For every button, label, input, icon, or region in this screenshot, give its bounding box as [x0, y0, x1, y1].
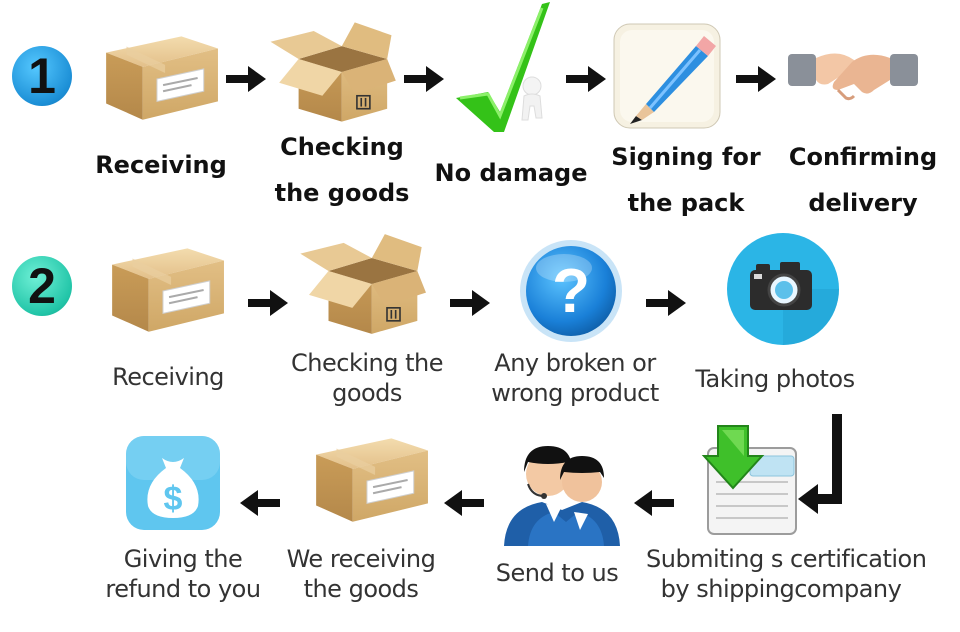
checkmark-icon [456, 2, 550, 132]
arrow-down-left-icon [798, 414, 842, 514]
step-label: Submiting s certification by shippingcom… [646, 545, 927, 603]
step-label: Receiving [95, 151, 227, 179]
arrow-left-icon [634, 490, 674, 516]
arrow-left-icon [444, 490, 484, 516]
arrow-left-icon [240, 490, 280, 516]
question-icon: ? [520, 240, 622, 342]
step-label: Send to us [495, 559, 619, 587]
step-label: Checking the goods [291, 349, 443, 407]
step-label: Confirming delivery [788, 143, 938, 217]
arrow-right-icon [646, 290, 686, 316]
step-label: Signing for the pack [611, 143, 761, 217]
step-label: Taking photos [695, 365, 855, 393]
step-label: Checking the goods [274, 133, 410, 207]
step-label: We receiving the goods [286, 545, 436, 603]
step-label: No damage [434, 159, 588, 187]
step-label: Giving the refund to you [105, 545, 261, 603]
step-number-1: 1 [12, 46, 72, 106]
closed-box-icon [98, 28, 220, 124]
arrow-right-icon [404, 66, 444, 92]
step-label: Any broken or wrong product [491, 349, 659, 407]
step-number-2: 2 [12, 256, 72, 316]
svg-text:?: ? [552, 257, 590, 326]
document-download-icon [701, 425, 797, 535]
arrow-right-icon [450, 290, 490, 316]
svg-text:$: $ [164, 480, 183, 518]
step-label: Receiving [112, 363, 224, 391]
open-box-icon [266, 18, 396, 126]
closed-box-icon [104, 240, 226, 336]
arrow-right-icon [248, 290, 288, 316]
closed-box-icon [308, 430, 430, 526]
arrow-right-icon [736, 66, 776, 92]
handshake-icon [788, 53, 918, 101]
pencil-icon [613, 23, 721, 129]
money-bag-icon: $ [126, 436, 220, 530]
camera-icon [727, 233, 839, 345]
arrow-right-icon [226, 66, 266, 92]
open-box-icon [296, 228, 426, 340]
arrow-right-icon [566, 66, 606, 92]
support-agents-icon [504, 446, 620, 546]
